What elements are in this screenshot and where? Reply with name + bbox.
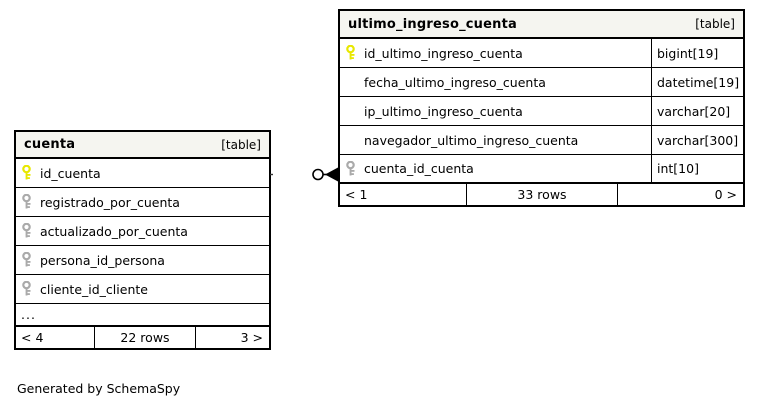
table-footer: < 4 22 rows 3 > bbox=[16, 327, 269, 348]
column-type-cell: varchar[300] bbox=[651, 126, 743, 154]
foreign-key-icon bbox=[22, 223, 35, 239]
table-cuenta[interactable]: cuenta [table] id_cuenta bbox=[14, 130, 271, 350]
footer-parents-count[interactable]: < 1 bbox=[345, 187, 368, 202]
table-row[interactable]: persona_id_persona bbox=[16, 246, 269, 275]
foreign-key-icon bbox=[22, 281, 35, 297]
crows-foot-many-symbol bbox=[325, 167, 338, 182]
column-type-cell: datetime[19] bbox=[651, 68, 743, 96]
column-name-cell: navegador_ultimo_ingreso_cuenta bbox=[340, 126, 651, 154]
zero-optional-circle-symbol bbox=[312, 168, 324, 181]
foreign-key-icon bbox=[22, 252, 35, 268]
table-header: ultimo_ingreso_cuenta [table] bbox=[340, 11, 743, 39]
column-name: ip_ultimo_ingreso_cuenta bbox=[364, 103, 523, 119]
column-name-cell: fecha_ultimo_ingreso_cuenta bbox=[340, 68, 651, 96]
column-name: id_ultimo_ingreso_cuenta bbox=[364, 45, 523, 61]
column-name: cliente_id_cliente bbox=[40, 281, 148, 297]
table-title: ultimo_ingreso_cuenta bbox=[348, 16, 517, 32]
no-key-spacer bbox=[346, 74, 359, 90]
table-kind-label: [table] bbox=[221, 137, 261, 152]
column-name: navegador_ultimo_ingreso_cuenta bbox=[364, 132, 579, 148]
footer-children-count[interactable]: 0 > bbox=[714, 187, 737, 202]
table-row[interactable]: actualizado_por_cuenta bbox=[16, 217, 269, 246]
column-name-cell: actualizado_por_cuenta bbox=[16, 217, 269, 245]
table-kind-label: [table] bbox=[695, 17, 735, 31]
column-name: cuenta_id_cuenta bbox=[364, 161, 474, 176]
column-type-cell: varchar[20] bbox=[651, 97, 743, 125]
table-row[interactable]: navegador_ultimo_ingreso_cuenta varchar[… bbox=[340, 126, 743, 155]
table-title: cuenta bbox=[24, 137, 76, 152]
foreign-key-icon bbox=[346, 160, 359, 177]
column-name-cell: id_ultimo_ingreso_cuenta bbox=[340, 39, 651, 67]
footer-parents-count[interactable]: < 4 bbox=[21, 330, 44, 345]
foreign-key-icon bbox=[22, 194, 35, 210]
column-name: persona_id_persona bbox=[40, 252, 165, 268]
column-name-cell: ip_ultimo_ingreso_cuenta bbox=[340, 97, 651, 125]
table-ultimo-ingreso-cuenta[interactable]: ultimo_ingreso_cuenta [table] id_ultimo_… bbox=[338, 9, 745, 207]
primary-key-icon bbox=[22, 165, 35, 181]
column-name: registrado_por_cuenta bbox=[40, 194, 180, 210]
table-footer: < 1 33 rows 0 > bbox=[340, 184, 743, 205]
column-name-cell: registrado_por_cuenta bbox=[16, 188, 269, 216]
table-row[interactable]: ip_ultimo_ingreso_cuenta varchar[20] bbox=[340, 97, 743, 126]
column-name: actualizado_por_cuenta bbox=[40, 223, 188, 239]
column-type: datetime[19] bbox=[657, 74, 740, 90]
footer-children-count[interactable]: 3 > bbox=[240, 330, 263, 345]
column-type: varchar[300] bbox=[657, 132, 739, 148]
primary-key-icon bbox=[346, 45, 359, 61]
table-row[interactable]: cliente_id_cliente bbox=[16, 275, 269, 304]
column-type-cell: int[10] bbox=[651, 155, 743, 182]
table-row[interactable]: id_ultimo_ingreso_cuenta bigint[19] bbox=[340, 39, 743, 68]
no-key-spacer bbox=[346, 103, 359, 119]
generated-by-caption: Generated by SchemaSpy bbox=[17, 381, 181, 396]
column-name: fecha_ultimo_ingreso_cuenta bbox=[364, 74, 546, 90]
column-type: varchar[20] bbox=[657, 103, 731, 119]
column-type: bigint[19] bbox=[657, 45, 719, 61]
relationship-connector-cuenta-to-ultimo-ingreso-cuenta bbox=[270, 167, 338, 182]
column-name-cell: id_cuenta bbox=[16, 159, 269, 187]
column-type: int[10] bbox=[657, 161, 699, 176]
table-row[interactable]: fecha_ultimo_ingreso_cuenta datetime[19] bbox=[340, 68, 743, 97]
footer-row-count: 22 rows bbox=[94, 327, 196, 348]
table-header: cuenta [table] bbox=[16, 132, 269, 159]
column-name-cell: persona_id_persona bbox=[16, 246, 269, 274]
table-row[interactable]: id_cuenta bbox=[16, 159, 269, 188]
table-row[interactable]: cuenta_id_cuenta int[10] bbox=[340, 155, 743, 184]
column-name: id_cuenta bbox=[40, 165, 101, 181]
table-row[interactable]: registrado_por_cuenta bbox=[16, 188, 269, 217]
column-name-cell: cuenta_id_cuenta bbox=[340, 155, 651, 182]
no-key-spacer bbox=[346, 132, 359, 148]
column-name-cell: cliente_id_cliente bbox=[16, 275, 269, 303]
table-row-more[interactable]: ... bbox=[16, 304, 269, 327]
footer-row-count: 33 rows bbox=[466, 184, 618, 205]
column-type-cell: bigint[19] bbox=[651, 39, 743, 67]
more-columns-indicator: ... bbox=[21, 307, 36, 322]
